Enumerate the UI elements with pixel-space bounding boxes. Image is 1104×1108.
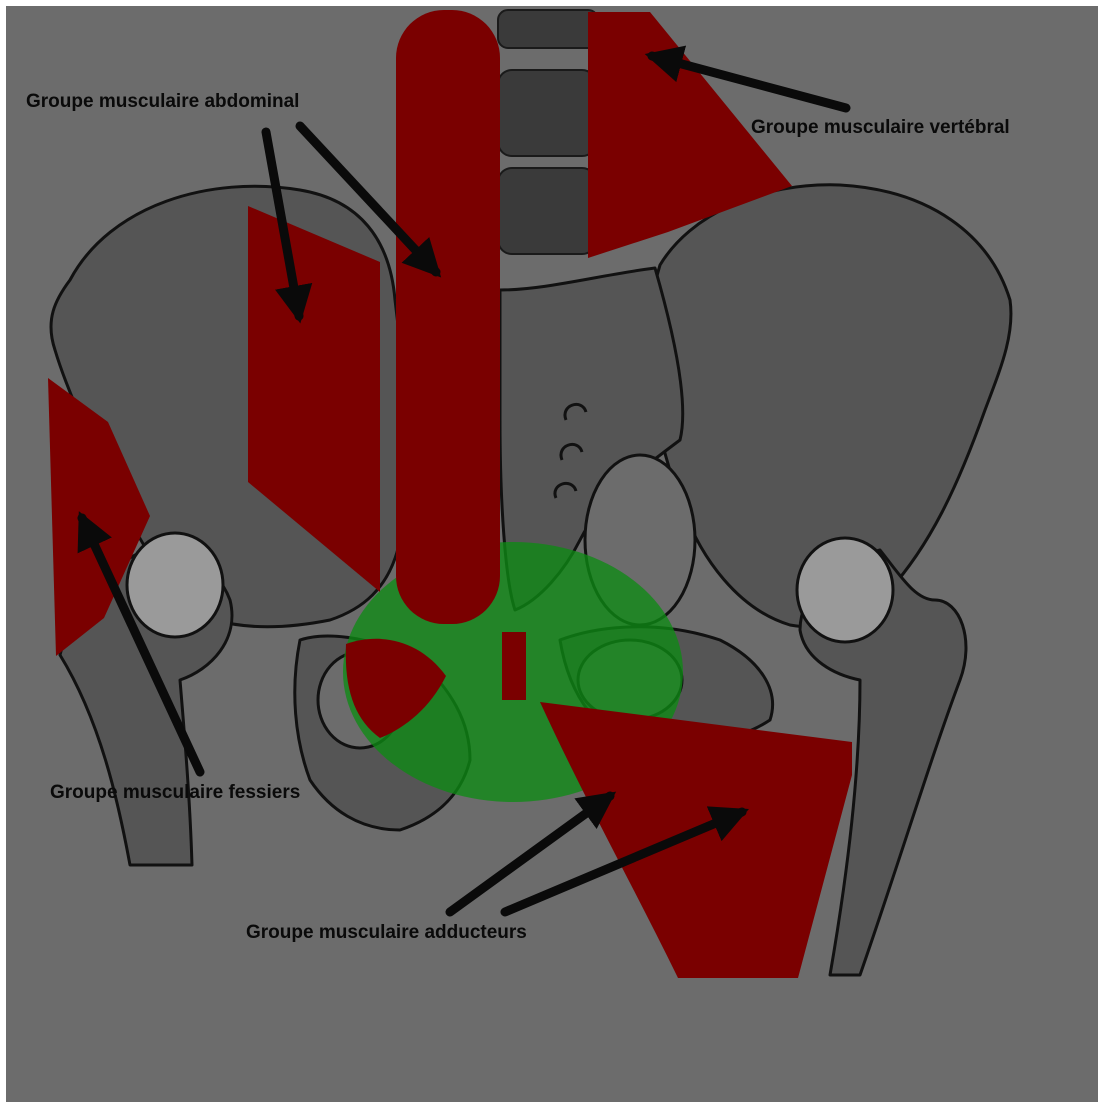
abdominal-rectus-muscle	[396, 10, 500, 624]
label-vertebral: Groupe musculaire vertébral	[751, 117, 1010, 138]
label-fessiers: Groupe musculaire fessiers	[50, 782, 300, 803]
vertebra	[498, 168, 596, 254]
vertebra	[498, 10, 598, 48]
left-femoral-head	[127, 533, 223, 637]
central-tendon	[502, 632, 526, 700]
vertebra	[498, 70, 596, 156]
right-femoral-head	[797, 538, 893, 642]
label-abdominal: Groupe musculaire abdominal	[26, 91, 299, 112]
label-adducteurs: Groupe musculaire adducteurs	[246, 922, 527, 943]
